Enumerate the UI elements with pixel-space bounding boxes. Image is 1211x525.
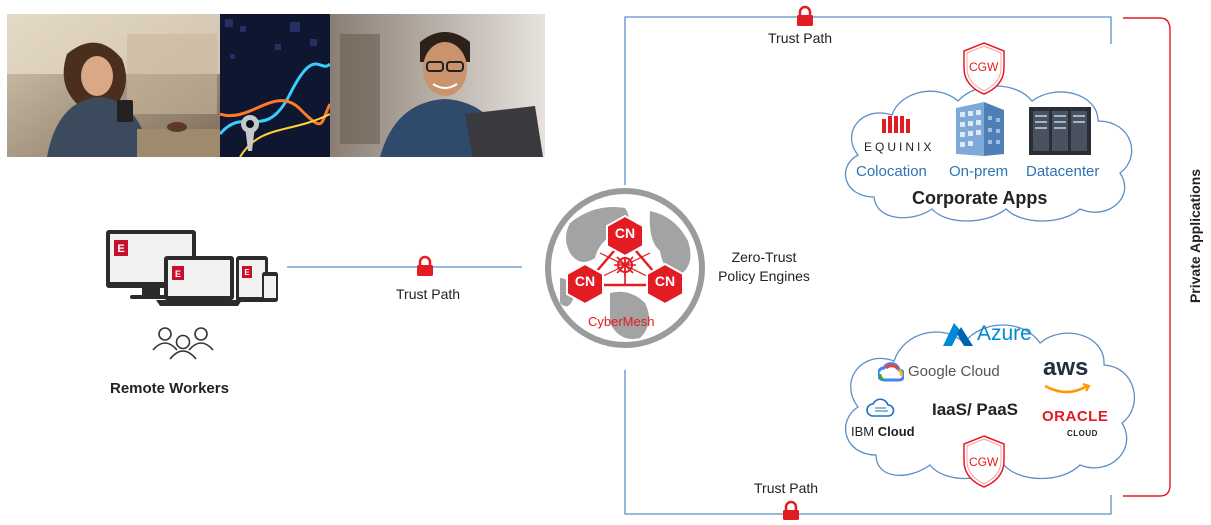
trust-path-label-bottom: Trust Path [754, 480, 819, 496]
people-icon [151, 326, 215, 360]
ibm-cloud-label: Cloud [877, 424, 915, 439]
equinix-logo-icon [880, 115, 916, 135]
aws-smile-icon [1043, 382, 1093, 394]
ibm-label: IBM [851, 424, 875, 439]
photo-cyber-keyhole [220, 14, 330, 157]
corporate-apps-title: Corporate Apps [912, 188, 1048, 208]
datacenter-server-icon [1029, 107, 1091, 155]
svg-text:E: E [117, 243, 124, 255]
on-prem-building-icon [950, 98, 1010, 158]
policy-line-1: Zero-Trust [731, 249, 797, 265]
remote-workers-title: Remote Workers [110, 380, 229, 397]
svg-text:E: E [175, 269, 181, 279]
aws-wordmark: aws [1043, 354, 1089, 381]
iaas-paas-title: IaaS/ PaaS [932, 400, 1019, 419]
lock-icon [781, 500, 801, 520]
corporate-item-on-prem: On-prem [949, 163, 1009, 180]
svg-text:E: E [244, 268, 250, 277]
cn-node-label: CN [574, 273, 596, 289]
cn-node-label: CN [614, 225, 636, 241]
cgw-shield-icon [960, 433, 1008, 489]
cgw-label-top: CGW [969, 60, 999, 74]
lock-icon [795, 5, 815, 27]
google-cloud-icon [876, 362, 906, 382]
photo-man-laptop [330, 14, 545, 157]
google-cloud-wordmark: Google Cloud [908, 363, 1000, 380]
cn-node-label: CN [654, 273, 676, 289]
oracle-cloud-label: CLOUD [1067, 429, 1098, 438]
ibm-cloud-icon [866, 396, 896, 420]
corporate-item-datacenter: Datacenter [1026, 163, 1100, 180]
oracle-wordmark: ORACLE [1042, 408, 1109, 425]
azure-wordmark: Azure [977, 322, 1032, 345]
trust-path-label-top: Trust Path [768, 30, 833, 46]
cybermesh-label: CyberMesh [588, 314, 655, 329]
ibm-cloud-wordmark: IBM Cloud [851, 424, 915, 439]
trust-path-label-middle: Trust Path [396, 286, 461, 302]
equinix-wordmark: EQUINIX [864, 140, 935, 154]
azure-logo-icon [940, 322, 974, 348]
policy-line-2: Policy Engines [718, 268, 810, 284]
cybermesh-globe [540, 183, 710, 353]
policy-engines-label: Zero-Trust Policy Engines [710, 248, 818, 286]
private-applications-label: Private Applications [1187, 168, 1203, 304]
cgw-label-bottom: CGW [969, 455, 999, 469]
photo-woman-phone [7, 14, 220, 157]
cgw-shield-icon [960, 40, 1008, 96]
devices-icon: E E E [106, 228, 281, 308]
corporate-item-colocation: Colocation [856, 163, 927, 180]
lock-icon [415, 255, 435, 277]
